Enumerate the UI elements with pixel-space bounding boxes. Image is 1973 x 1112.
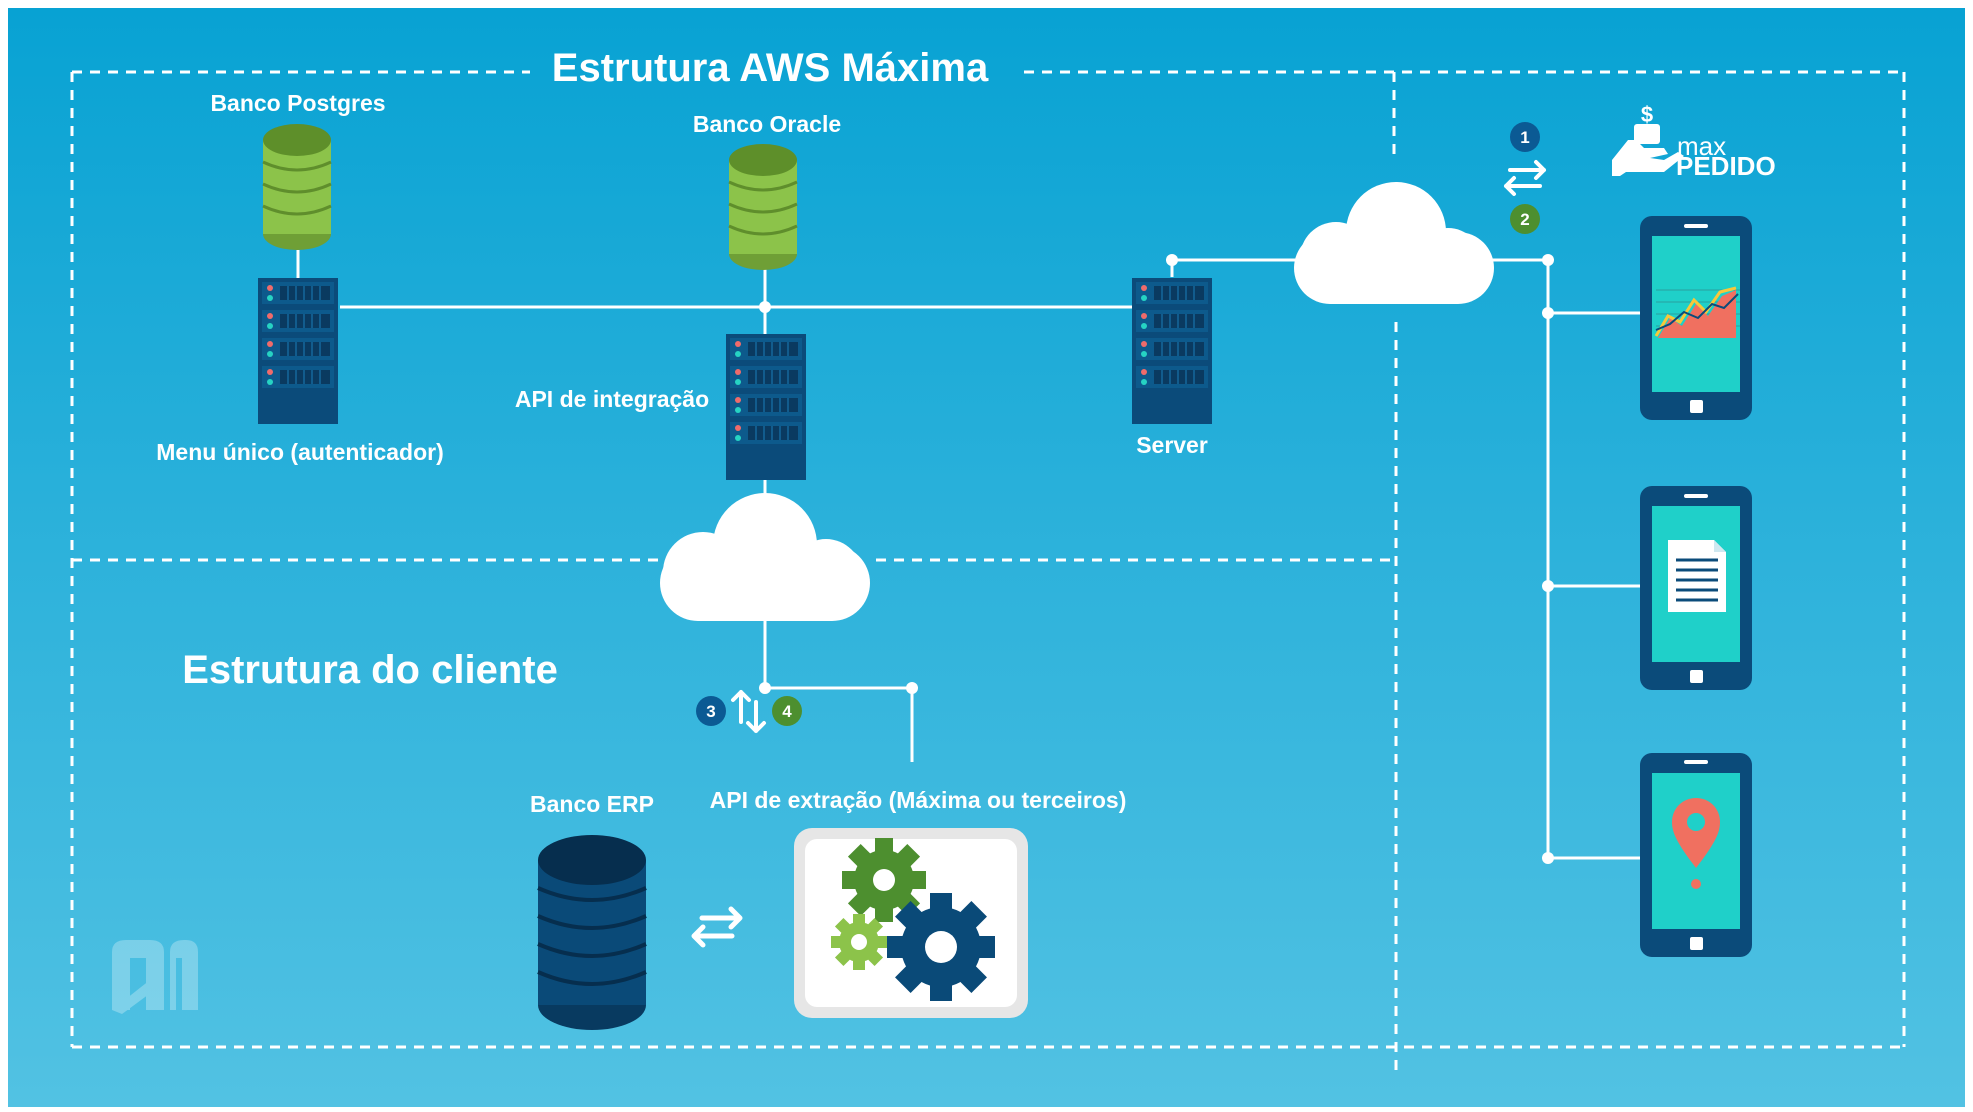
badge-1-label: 1 — [1520, 128, 1529, 147]
postgres-database-icon — [261, 122, 333, 252]
gear-blue-icon — [887, 893, 995, 1001]
connection-nodes — [759, 254, 1554, 864]
svg-text:$: $ — [1641, 102, 1653, 127]
phone-document — [1640, 486, 1752, 690]
chart-icon — [1654, 286, 1740, 338]
hand-money-icon: $ — [1612, 102, 1684, 176]
oracle-database-icon — [727, 142, 799, 272]
phone-chart — [1640, 216, 1752, 420]
client-title: Estrutura do cliente — [182, 648, 558, 692]
brand-line2: PEDIDO — [1676, 151, 1776, 181]
label-banco-postgres: Banco Postgres — [210, 90, 385, 116]
badge-1: 1 — [1510, 122, 1540, 152]
erp-database-icon — [537, 835, 647, 1030]
badge-3: 3 — [696, 696, 726, 726]
api-extracao-gears-box — [794, 828, 1028, 1018]
gear-green-large-icon — [842, 838, 926, 922]
badge-2-label: 2 — [1520, 210, 1529, 229]
label-api-extracao: API de extração (Máxima ou terceiros) — [710, 787, 1127, 813]
api-integracao-server-icon — [725, 333, 807, 481]
dashed-frames — [70, 70, 1906, 1072]
cloud-top-icon — [1294, 182, 1494, 304]
gear-green-small-icon — [831, 914, 887, 970]
badge-2: 2 — [1510, 204, 1540, 234]
connection-lines — [296, 250, 1640, 860]
label-banco-erp: Banco ERP — [530, 791, 654, 817]
label-server: Server — [1136, 432, 1208, 458]
main-title: Estrutura AWS Máxima — [552, 46, 989, 90]
up-down-arrows-icon — [731, 690, 766, 733]
erp-exchange-arrows-icon — [691, 906, 743, 948]
label-banco-oracle: Banco Oracle — [693, 111, 841, 137]
server-icon — [1131, 277, 1213, 425]
document-icon — [1668, 540, 1726, 612]
phone-location — [1640, 753, 1752, 957]
badge-4: 4 — [772, 696, 802, 726]
maxima-watermark-logo — [112, 940, 198, 1014]
brand-line1: max — [1677, 131, 1726, 161]
badge-4-label: 4 — [782, 702, 792, 721]
label-menu-unico: Menu único (autenticador) — [156, 439, 444, 465]
exchange-arrows-icon — [1504, 160, 1546, 196]
location-pin-icon — [1672, 798, 1720, 889]
max-pedido-logo: $ max PEDIDO — [1612, 102, 1776, 181]
cloud-middle-icon — [660, 493, 870, 621]
menu-unico-server-icon — [257, 277, 339, 425]
label-api-integracao: API de integração — [515, 386, 709, 412]
badge-3-label: 3 — [706, 702, 715, 721]
